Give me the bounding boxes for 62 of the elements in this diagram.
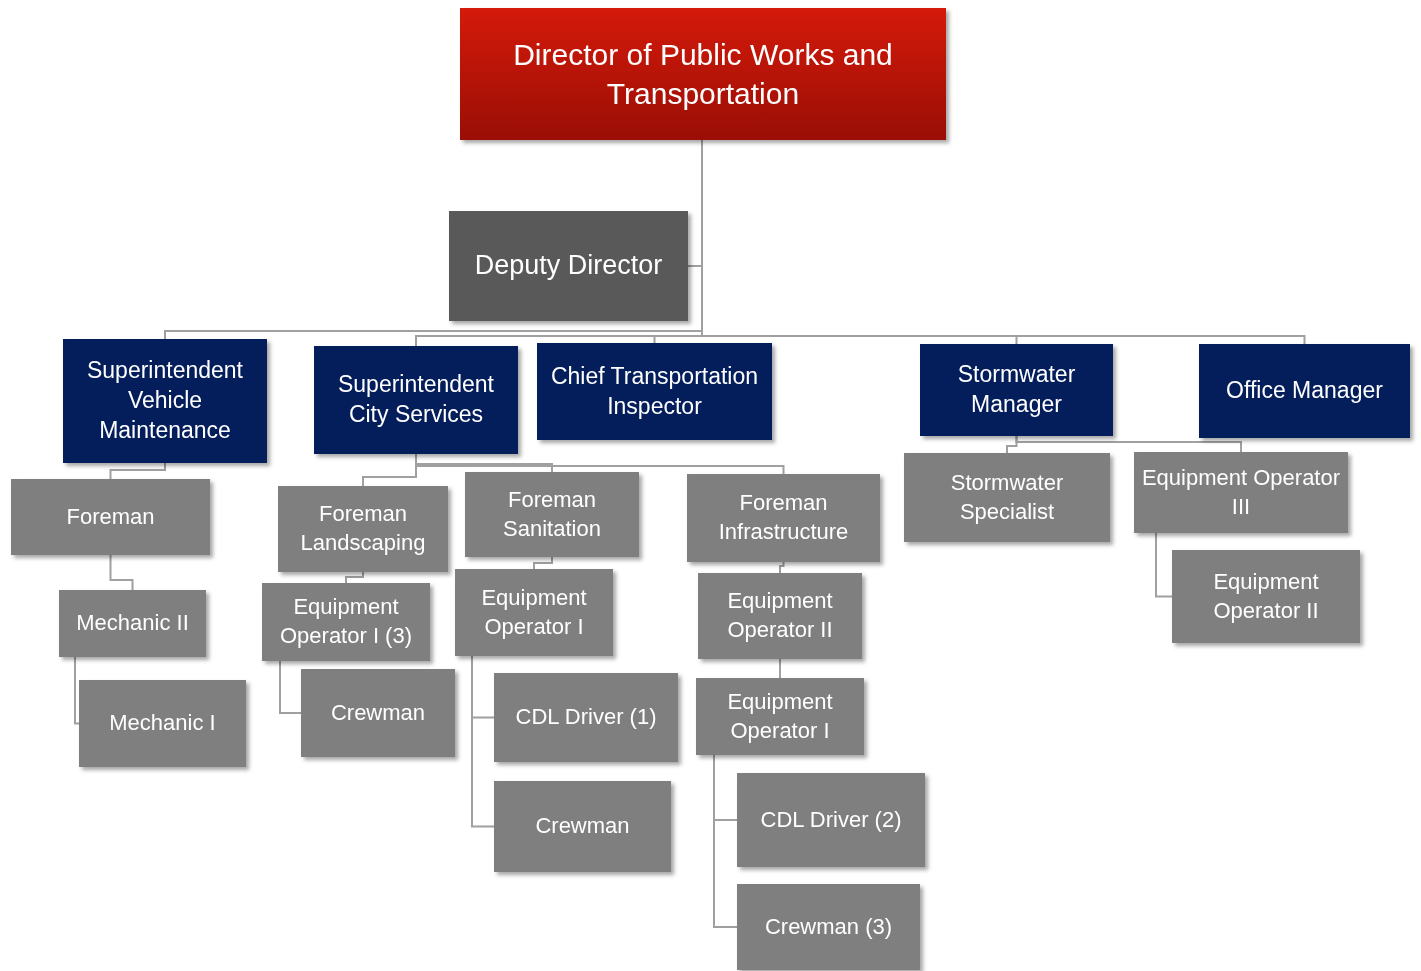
- manager-box: [1199, 344, 1410, 438]
- role-title: Foreman: [66, 502, 155, 531]
- connector-line: [1015, 435, 1242, 453]
- connector-line: [345, 571, 364, 584]
- staff-box: [494, 673, 678, 762]
- role-title: Crewman (3): [764, 912, 893, 941]
- director-box: [460, 8, 946, 140]
- role-title: Crewman: [330, 698, 426, 727]
- staff-box: [278, 486, 448, 572]
- role-title: Director of Public Works and Transportation: [512, 37, 894, 112]
- manager-box: [314, 346, 518, 454]
- connector-line: [109, 554, 134, 591]
- manager-box: [920, 344, 1113, 436]
- role-title: Stormwater Specialist: [949, 468, 1065, 526]
- role-title: CDL Driver (1): [515, 703, 657, 732]
- staff-box: [687, 474, 880, 562]
- role-title: Mechanic I: [109, 709, 216, 738]
- role-title: Foreman Landscaping: [299, 500, 427, 557]
- role-title: Crewman: [535, 812, 630, 841]
- staff-box: [59, 590, 206, 657]
- role-title: Superintendent City Services: [337, 370, 495, 429]
- staff-box: [1134, 452, 1348, 533]
- connector-line: [74, 656, 80, 725]
- staff-box: [11, 479, 210, 555]
- staff-box: [262, 583, 430, 661]
- connector-line: [109, 462, 166, 480]
- staff-box: [696, 678, 864, 755]
- connector-line: [779, 561, 785, 574]
- role-title: Equipment Operator II: [1212, 567, 1320, 625]
- connector-line: [779, 658, 781, 679]
- staff-box: [79, 680, 246, 767]
- deputy-box: [449, 211, 688, 321]
- connector-line: [1155, 532, 1173, 598]
- staff-box: [1172, 550, 1360, 643]
- role-title: Equipment Operator I: [480, 583, 588, 641]
- role-title: Stormwater Manager: [956, 360, 1077, 419]
- role-title: Equipment Operator II: [726, 587, 834, 644]
- staff-box: [494, 781, 671, 872]
- role-title: Office Manager: [1226, 376, 1383, 406]
- role-title: Foreman Infrastructure: [717, 489, 850, 546]
- connector-line: [533, 556, 553, 570]
- staff-box: [301, 669, 455, 757]
- staff-box: [737, 773, 925, 867]
- role-title: Equipment Operator I: [726, 687, 834, 745]
- manager-box: [537, 343, 772, 440]
- role-title: Equipment Operator I (3): [278, 593, 413, 650]
- staff-box: [465, 472, 639, 557]
- role-title: Deputy Director: [474, 249, 663, 283]
- staff-box: [737, 884, 920, 970]
- role-title: CDL Driver (2): [760, 805, 902, 834]
- connector-line: [471, 655, 495, 828]
- role-title: Equipment Operator III: [1140, 463, 1342, 521]
- manager-box: [63, 339, 267, 463]
- role-title: Mechanic II: [76, 609, 189, 638]
- role-title: Superintendent Vehicle Maintenance: [86, 356, 244, 445]
- staff-box: [698, 573, 862, 659]
- staff-box: [904, 453, 1110, 542]
- role-title: Foreman Sanitation: [502, 485, 602, 543]
- role-title: Chief Transportation Inspector: [549, 361, 760, 421]
- connector-line: [279, 660, 302, 714]
- connector-line: [713, 754, 738, 928]
- staff-box: [455, 569, 613, 656]
